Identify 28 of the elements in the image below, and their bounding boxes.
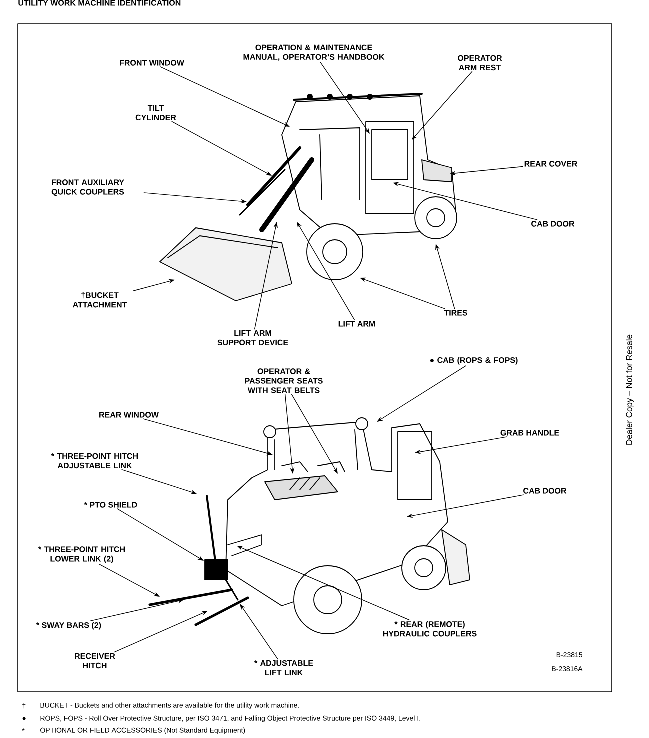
part-label: CAB DOOR bbox=[532, 221, 575, 227]
part-label: * THREE-POINT HITCH LOWER LINK (2) bbox=[38, 546, 125, 564]
part-label: CAB DOOR bbox=[524, 488, 567, 494]
part-label: LIFT ARM bbox=[338, 321, 376, 327]
part-label: * SWAY BARS (2) bbox=[36, 622, 102, 630]
part-label: LIFT ARM SUPPORT DEVICE bbox=[218, 330, 288, 346]
part-label: RECEIVER HITCH bbox=[75, 653, 116, 669]
part-label: REAR WINDOW bbox=[100, 412, 159, 418]
side-note: Dealer Copy – Not for Resale bbox=[626, 334, 634, 445]
part-label: TILT CYLINDER bbox=[136, 105, 176, 121]
part-label: * REAR (REMOTE) HYDRAULIC COUPLERS bbox=[383, 621, 477, 637]
part-label: GRAB HANDLE bbox=[500, 430, 560, 436]
leader-line bbox=[320, 62, 370, 134]
part-label: ● CAB (ROPS & FOPS) bbox=[430, 357, 518, 365]
part-label: TIRES bbox=[444, 310, 468, 316]
part-label: OPERATOR ARM REST bbox=[458, 55, 502, 71]
part-label: FRONT WINDOW bbox=[120, 60, 184, 66]
part-label: †BUCKET ATTACHMENT bbox=[73, 292, 128, 308]
part-label: OPERATOR & PASSENGER SEATS WITH SEAT BELTS bbox=[245, 368, 323, 394]
part-label: * PTO SHIELD bbox=[84, 502, 138, 508]
part-label: OPERATION & MAINTENANCE MANUAL, OPERATOR’S HANDBOOK bbox=[244, 44, 385, 62]
part-label: REAR COVER bbox=[524, 161, 578, 167]
title: UTILITY WORK MACHINE IDENTIFICATION bbox=[18, 0, 181, 6]
part-label: * ADJUSTABLE LIFT LINK bbox=[254, 660, 314, 676]
part-label: * THREE-POINT HITCH ADJUSTABLE LINK bbox=[51, 453, 138, 469]
leader-line bbox=[412, 71, 473, 140]
part-label: FRONT AUXILIARY QUICK COUPLERS bbox=[52, 180, 124, 196]
leader-line bbox=[240, 604, 278, 660]
